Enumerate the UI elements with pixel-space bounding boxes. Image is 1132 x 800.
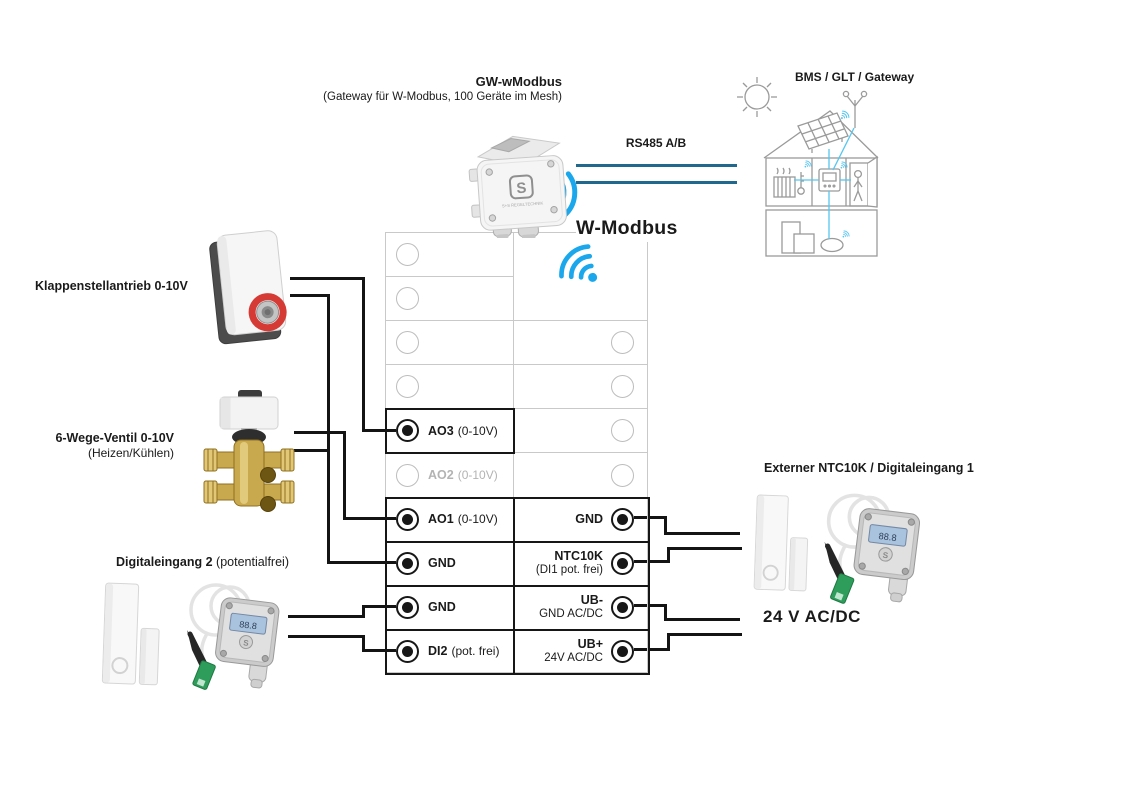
wmodbus-label: W-Modbus [576,217,680,242]
digital-input2-label-sub: (potentialfrei) [216,555,289,569]
upper-floor [765,157,878,207]
terminal-row [386,277,647,322]
external-ntc-label: Externer NTC10K / Digitaleingang 1 [764,461,974,475]
terminal-ao2-icon [396,463,419,487]
empty-port-icon [396,375,419,399]
wire-segment [362,635,365,652]
wire-segment [327,294,330,564]
bms-label: BMS / GLT / Gateway [795,70,915,84]
wire-segment [634,648,670,651]
digital-input2-label-main: Digitaleingang 2 [116,555,213,569]
wire-segment [664,516,667,535]
solar-panel-icon [797,112,849,153]
ss-logo [508,174,534,200]
gateway-subtitle: (Gateway für W-Modbus, 100 Geräte im Mes… [323,91,562,104]
terminal-row [386,321,647,366]
wire-segment [362,277,365,432]
weather-station-icon [842,90,868,128]
terminal-row-gnd-ntc: GND NTC10K(DI1 pot. frei) [386,541,647,586]
wire-segment [290,294,330,297]
door-contact-image [98,578,168,690]
wire-segment [362,429,396,432]
empty-port-icon [611,463,634,487]
wire-segment [288,635,365,638]
terminal-gnd-icon [396,551,419,575]
rs485-line-a [576,164,737,167]
rs485-label: RS485 A/B [625,136,687,150]
valve-label: 6-Wege-Ventil 0-10V (Heizen/Kühlen) [55,430,174,462]
actuator-red-ring [248,293,287,332]
wire-segment [667,633,742,636]
terminal-row-di2-ubplus: DI2(pot. frei) UB+24V AC/DC [386,629,647,674]
sensor-module-image [170,574,292,692]
terminal-gnd2-icon [396,595,419,619]
wire-segment [362,605,396,608]
wire-segment [634,560,670,563]
svg-text:S+S REGELTECHNIK: S+S REGELTECHNIK [502,200,544,208]
wire-segment [664,532,740,535]
rs485-line-b [576,181,737,184]
person-door-icon [849,155,878,208]
wire-segment [664,618,740,621]
wire-segment [667,633,670,651]
valve-label-main: 6-Wege-Ventil 0-10V [55,431,174,445]
empty-port-icon [396,243,419,267]
building-illustration [737,77,879,257]
gateway-caption: GW-wModbus (Gateway für W-Modbus, 100 Ge… [323,74,562,105]
terminal-row-ao1-gnd: AO1(0-10V) GND [386,497,647,542]
wire-segment [362,605,365,618]
valve-label-sub: (Heizen/Kühlen) [87,446,174,461]
wire-segment [343,517,396,520]
empty-port-icon [611,375,634,399]
gateway-title: GW-wModbus [475,74,562,89]
terminal-row-gnd-ubminus: GND UB-GND AC/DC [386,585,647,630]
empty-port-icon [396,331,419,355]
sun-icon [737,77,777,117]
damper-label: Klappenstellantrieb 0-10V [35,279,188,293]
wire-segment [294,449,330,452]
wire-segment [667,547,670,563]
wire-segment [362,649,396,652]
terminal-ao3-icon [396,419,419,443]
radiator-icon [773,167,796,198]
wire-segment [343,431,346,520]
terminal-ao1-icon [396,507,419,531]
terminal-ubminus-icon [611,595,634,619]
wire-segment [288,615,365,618]
wire-segment [634,516,667,519]
terminal-di2-icon [396,639,419,663]
empty-port-icon [396,287,419,311]
wire-segment [664,604,667,621]
terminal-row-ao3: AO3(0-10V) [386,409,647,454]
power-supply-label: 24 V AC/DC [763,607,861,626]
six-way-valve-image [203,390,295,512]
wire-segment [667,547,742,550]
building-network-lines [794,127,855,239]
damper-actuator-image [209,230,287,345]
sensor-module-image [806,484,934,606]
empty-port-icon [611,331,634,355]
wire-segment [634,604,667,607]
terminal-row [386,365,647,410]
terminal-block: AO3(0-10V) AO2(0-10V) AO1(0-10V) GND GND… [385,232,650,675]
room-sensor-icon [820,237,844,253]
terminal-gnd-right-icon [611,507,634,531]
empty-port-icon [611,419,634,443]
terminal-row [386,233,647,278]
digital-input2-label: Digitaleingang 2 (potentialfrei) [116,555,289,569]
svg-text:S: S [516,180,527,198]
terminal-ntc10k-icon [611,551,634,575]
terminal-row-ao2: AO2(0-10V) [386,453,647,498]
wire-segment [327,561,396,564]
wire-segment [290,277,365,280]
gateway-device-image: S S+S REGELTECHNIK [468,135,567,238]
terminal-ubplus-icon [611,639,634,663]
wire-segment [294,431,346,434]
